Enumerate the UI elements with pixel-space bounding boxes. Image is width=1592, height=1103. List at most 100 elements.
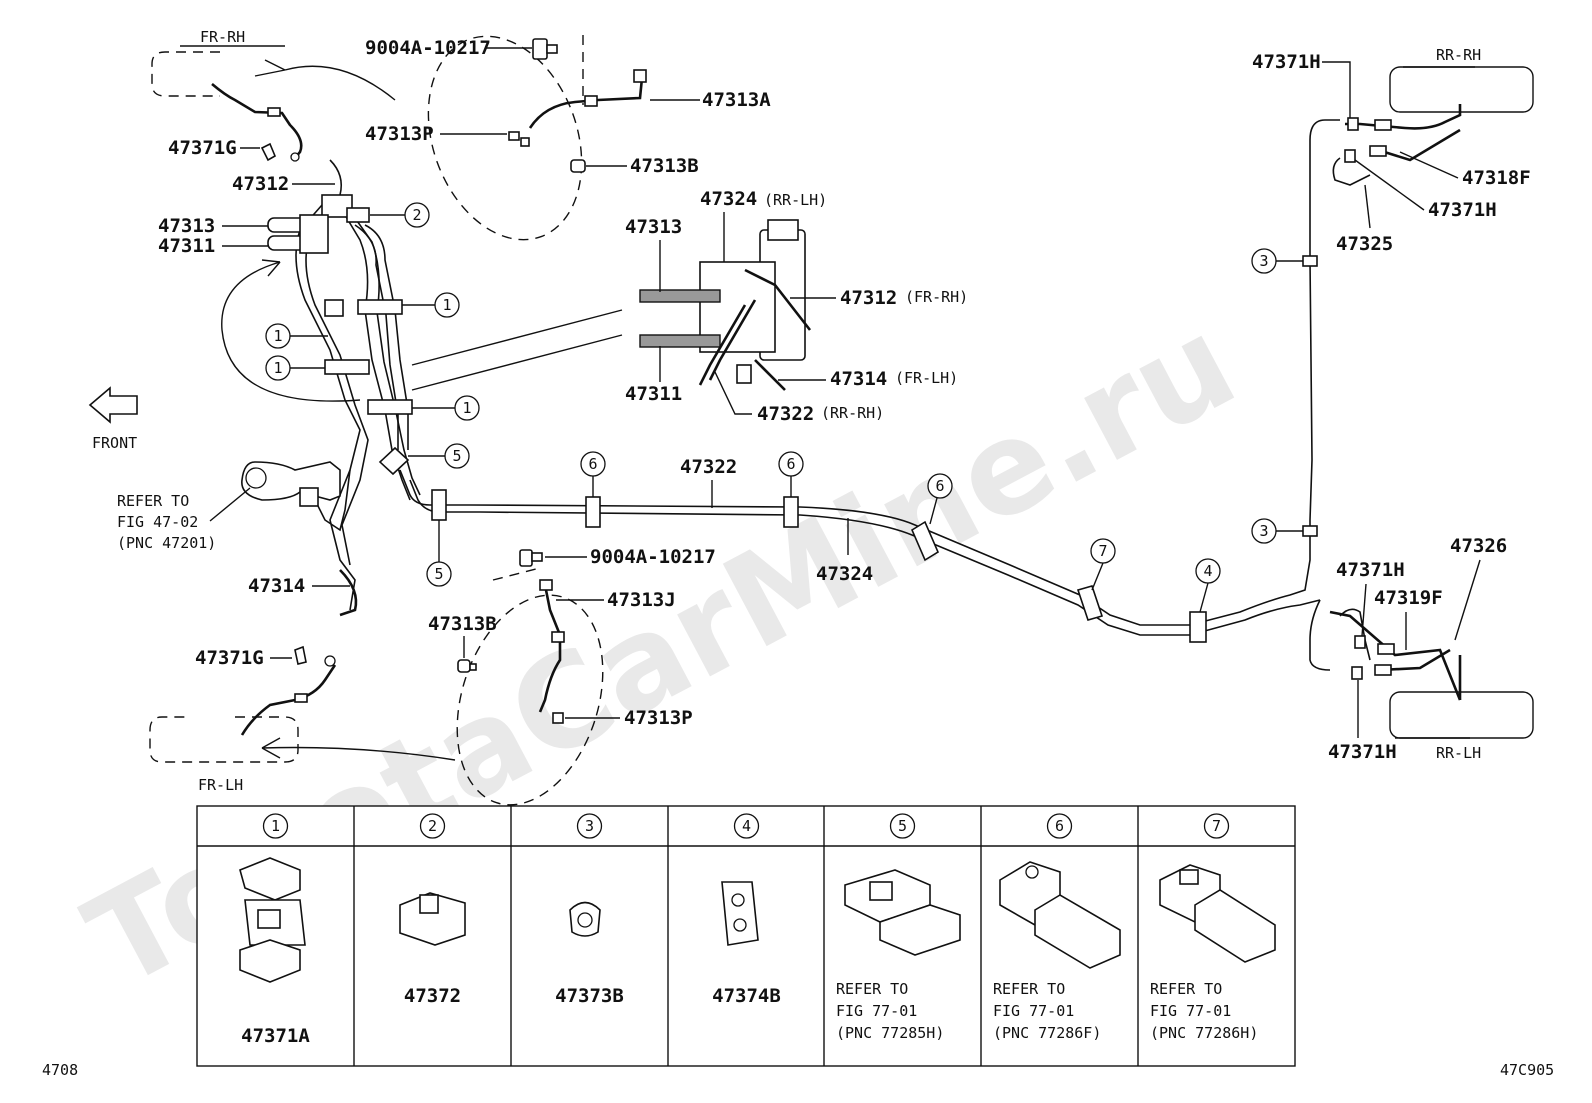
bolt-47313p-top: [508, 131, 530, 147]
svg-text:6: 6: [935, 477, 944, 495]
bolt-47313p-bot: [552, 712, 564, 724]
label-47324-detail: 47324: [700, 188, 757, 210]
wheel-box-rr-lh: RR-LH: [1389, 691, 1534, 762]
clamp-1-middle: [324, 359, 370, 375]
label-9004a-mid: 9004A-10217: [590, 546, 716, 568]
legend-refer-text: (PNC 77286H): [1150, 1024, 1258, 1042]
label-47325: 47325: [1336, 233, 1393, 255]
callout-1-a: 1: [402, 292, 460, 318]
label-47313-detail: 47313: [625, 216, 682, 238]
bolt-9004a-top: [532, 38, 558, 60]
svg-text:1: 1: [462, 399, 471, 417]
clip-77286h-illustration: [1159, 864, 1276, 963]
clip-47371a-illustration: [239, 857, 306, 983]
svg-text:5: 5: [434, 565, 443, 583]
legend-number-circle: [1203, 813, 1230, 839]
callout-7: 7: [1090, 538, 1116, 591]
callout-6-a: 6: [580, 451, 606, 497]
svg-text:4: 4: [1203, 562, 1212, 580]
junction-block: [267, 194, 353, 254]
arrow-fr-lh: [261, 737, 456, 761]
svg-text:3: 3: [1259, 522, 1268, 540]
callout-3-lower: 3: [1251, 518, 1303, 544]
legend-refer-text: REFER TO: [836, 980, 908, 998]
label-47371h-tr: 47371H: [1252, 51, 1321, 73]
callout-2-top: 2: [370, 202, 430, 228]
legend-part-number: 47373B: [555, 985, 624, 1007]
legend-refer-text: REFER TO: [993, 980, 1065, 998]
fr-rh-hose: [211, 83, 303, 162]
callout-5-lower: 5: [426, 520, 452, 587]
detail-ellipse-top: [427, 35, 583, 241]
label-47326: 47326: [1450, 535, 1507, 557]
front-label: FRONT: [92, 434, 137, 452]
arrow-loop-left: [221, 259, 361, 402]
svg-text:1: 1: [273, 327, 282, 345]
bolt-47313b-top: [570, 159, 586, 173]
clamp-6-a: [585, 496, 601, 528]
svg-text:3: 3: [1259, 252, 1268, 270]
legend-part-number: 47371A: [241, 1025, 310, 1047]
clip-47372-illustration: [399, 892, 466, 946]
legend-refer-text: REFER TO: [1150, 980, 1222, 998]
clip-47374b-illustration: [721, 881, 759, 946]
label-47371h-tr2: 47371H: [1428, 199, 1497, 221]
wheel-box-rr-rh: RR-RH: [1389, 46, 1534, 113]
refer-line-2: FIG 47-02: [117, 513, 198, 531]
detail-view-junction: [639, 219, 812, 391]
label-47371h-br: 47371H: [1328, 741, 1397, 763]
legend-refer-text: FIG 77-01: [1150, 1002, 1231, 1020]
clamp-6-b: [783, 496, 799, 528]
fr-lh-label: FR-LH: [198, 776, 243, 794]
rr-rh-label: RR-RH: [1436, 46, 1481, 64]
svg-text:6: 6: [786, 455, 795, 473]
label-47318f: 47318F: [1462, 167, 1531, 189]
callout-5-upper: 5: [408, 443, 470, 469]
label-47313j: 47313J: [607, 589, 676, 611]
label-47322: 47322: [680, 456, 737, 478]
clip-47371g-top: [260, 142, 277, 162]
label-47312: 47312: [232, 173, 289, 195]
footer-right-code: 47C905: [1500, 1061, 1554, 1079]
hose-47313j: [538, 579, 565, 713]
clamp-1-upper: [324, 299, 403, 317]
legend-number-circle: [576, 813, 603, 839]
legend-refer-text: FIG 77-01: [993, 1002, 1074, 1020]
clamp-3-upper: [1302, 255, 1318, 267]
clip-77286f-illustration: [999, 861, 1121, 969]
callout-6-c: 6: [927, 473, 953, 525]
legend-number: 5: [898, 817, 907, 835]
hose-47313a: [528, 69, 647, 129]
label-47371g-bot: 47371G: [195, 647, 264, 669]
label-47314-detail: 47314: [830, 368, 887, 390]
legend-number-circle: [733, 813, 760, 839]
clip-leader-2-top: [346, 207, 370, 223]
legend-refer-text: (PNC 77286F): [993, 1024, 1101, 1042]
label-fr-lh-suffix: (FR-LH): [895, 369, 958, 387]
legend-number-circle: [419, 813, 446, 839]
label-47313: 47313: [158, 215, 215, 237]
clamp-5-lower: [431, 489, 447, 521]
fr-lh-hose: [240, 655, 337, 736]
legend-number-circle: [1046, 813, 1073, 839]
svg-text:6: 6: [588, 455, 597, 473]
label-9004a-top: 9004A-10217: [365, 37, 491, 59]
callout-4: 4: [1195, 558, 1221, 613]
legend-number: 7: [1212, 817, 1221, 835]
clamp-4: [1189, 611, 1207, 643]
label-47319f: 47319F: [1374, 587, 1443, 609]
detail-ellipse-bottom: [456, 594, 604, 806]
callout-1-c: 1: [265, 355, 325, 381]
label-47314: 47314: [248, 575, 305, 597]
label-fr-rh-suffix: (FR-RH): [905, 288, 968, 306]
front-arrow-icon: [88, 386, 138, 424]
footer-left-code: 4708: [42, 1061, 78, 1079]
legend-number: 2: [428, 817, 437, 835]
label-47313p-bot: 47313P: [624, 707, 693, 729]
leader-dash-bottom: [492, 567, 541, 581]
svg-text:2: 2: [412, 206, 421, 224]
label-47313p-top: 47313P: [365, 123, 434, 145]
label-47312-detail: 47312: [840, 287, 897, 309]
rear-rh-lines: [1332, 104, 1462, 186]
clamp-6-c: [910, 520, 940, 562]
